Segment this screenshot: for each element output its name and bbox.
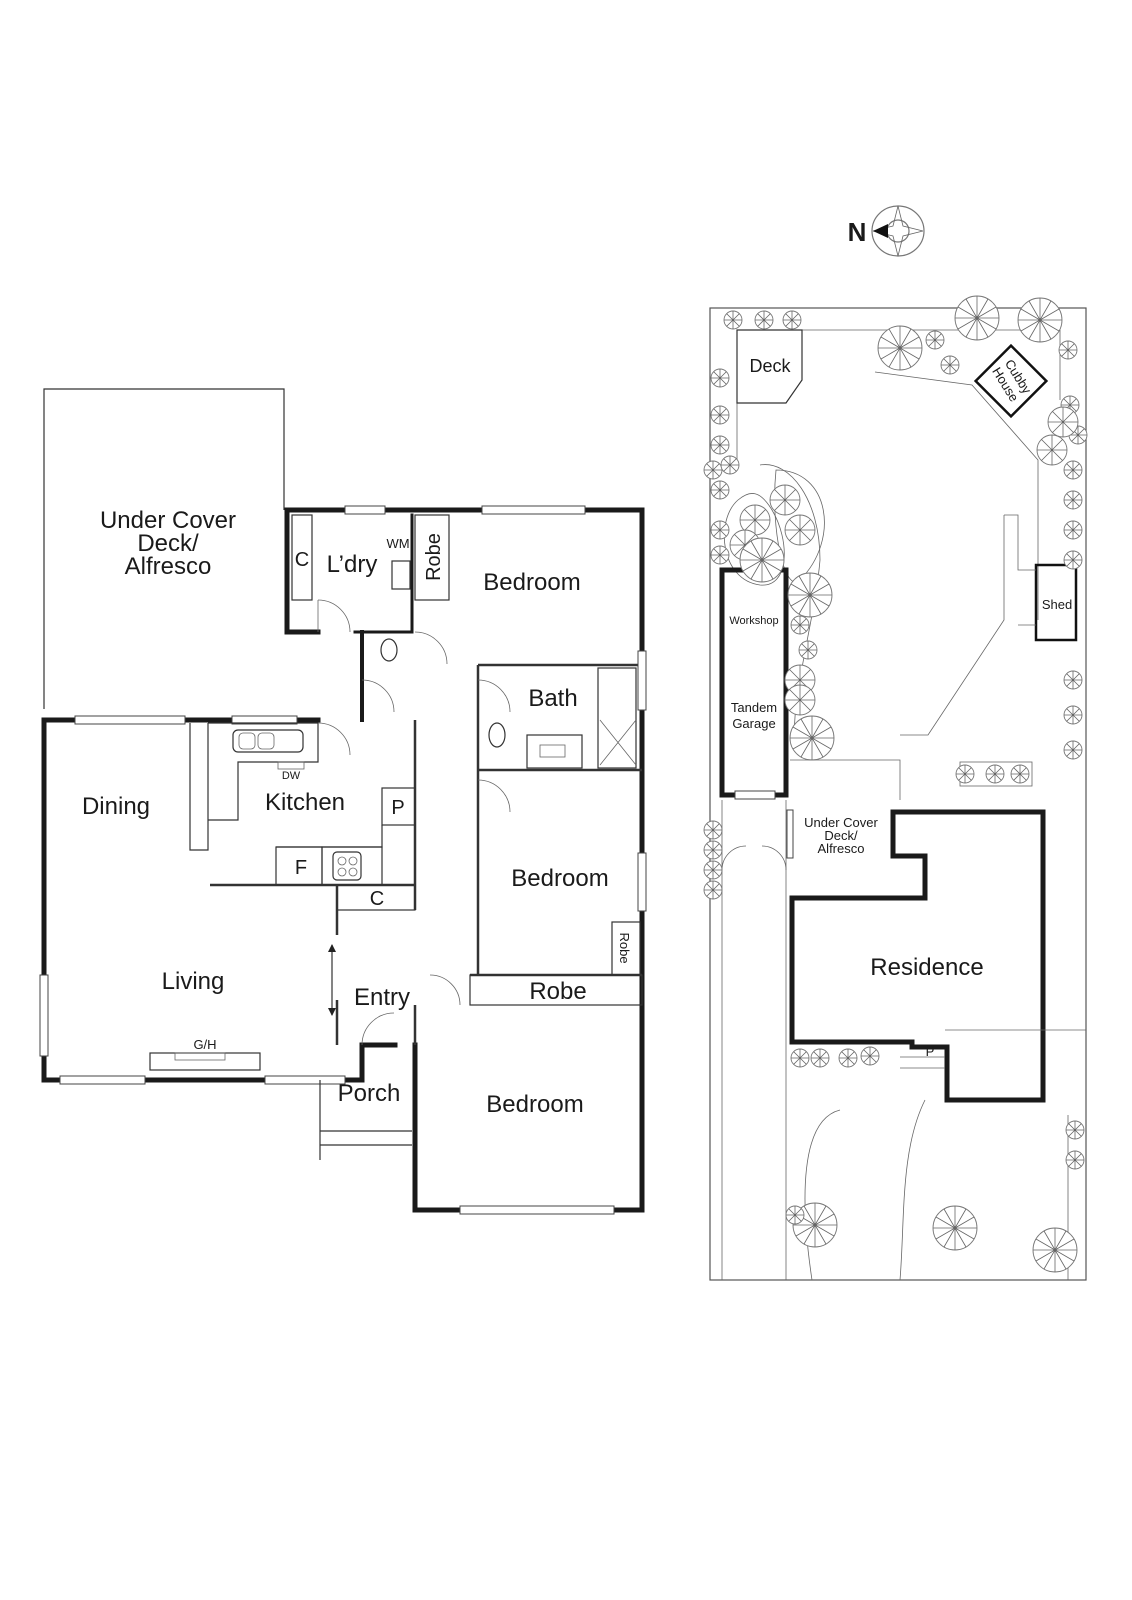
cubby-house <box>973 343 1049 419</box>
room-label-alfresco: Deck/ <box>137 530 199 557</box>
site-label-deck: Deck <box>749 356 791 376</box>
site-label-shed: Shed <box>1042 597 1072 612</box>
room-label-laundry: L’dry <box>327 551 378 578</box>
washing-machine-label: WM <box>386 536 409 551</box>
kitchen-cupboard <box>336 884 416 911</box>
site-boundary <box>709 307 1087 1281</box>
room-label-bedroom: Bedroom <box>483 569 580 596</box>
room-label-cupboard: C <box>295 549 309 571</box>
alfresco-outline <box>43 388 285 709</box>
cooktop-icon <box>332 851 362 881</box>
room-label-alfresco: Under Cover <box>100 507 236 534</box>
site-label-porch: P <box>926 1044 935 1059</box>
room-label-living: Living <box>162 968 225 995</box>
gas-heater-icon <box>149 1052 261 1071</box>
room-label-robe: Robe <box>529 978 586 1005</box>
room-label-porch: Porch <box>338 1080 401 1107</box>
room-label-bath: Bath <box>528 685 577 712</box>
room-label-robe: Robe <box>617 932 632 963</box>
room-label-pantry: P <box>391 797 404 819</box>
site-label-alfresco: Under Cover <box>804 815 878 830</box>
tandem-garage <box>719 567 789 798</box>
room-label-kitchen: Kitchen <box>265 789 345 816</box>
landscaping-trees <box>703 295 1088 1273</box>
room-label-bedroom: Bedroom <box>511 865 608 892</box>
room-label-cupboard: C <box>370 888 384 910</box>
vanity-icon <box>526 734 583 769</box>
dishwasher-label: DW <box>282 770 301 782</box>
room-label-alfresco: Alfresco <box>125 553 212 580</box>
toilet-icon <box>488 722 506 748</box>
site-plan-labels: Deck Cubby House Shed Workshop Tandem Ga… <box>729 356 1072 1059</box>
site-label-tandem-garage: Garage <box>732 716 775 731</box>
room-label-dining: Dining <box>82 793 150 820</box>
bathtub-icon <box>597 667 637 769</box>
kitchen-sink-icon <box>232 729 304 753</box>
residence <box>789 809 1046 1103</box>
site-label-alfresco: Alfresco <box>818 841 865 856</box>
gas-heater-label: G/H <box>193 1037 216 1052</box>
site-label-alfresco: Deck/ <box>824 828 858 843</box>
toilet-icon <box>380 638 398 662</box>
deck <box>736 329 803 404</box>
washing-machine-icon <box>391 560 411 590</box>
laundry-robe <box>414 514 450 601</box>
house-floor-plan <box>39 388 647 1215</box>
shed <box>1034 563 1078 642</box>
site-label-workshop: Workshop <box>729 615 778 627</box>
room-label-bedroom: Bedroom <box>486 1091 583 1118</box>
site-plan <box>709 307 1087 1281</box>
north-compass-icon: N <box>848 205 925 257</box>
room-label-fridge: F <box>295 857 307 879</box>
site-label-tandem-garage: Tandem <box>731 700 777 715</box>
pantry <box>381 787 416 826</box>
bedroom-robe <box>469 974 643 1006</box>
room-label-entry: Entry <box>354 984 410 1011</box>
room-label-robe: Robe <box>423 533 445 581</box>
laundry-cupboard <box>291 514 313 601</box>
floor-plan-labels: Under Cover Deck/ Alfresco C L’dry WM Ro… <box>82 507 632 1118</box>
compass-label: N <box>848 217 867 247</box>
site-label-residence: Residence <box>870 954 983 981</box>
